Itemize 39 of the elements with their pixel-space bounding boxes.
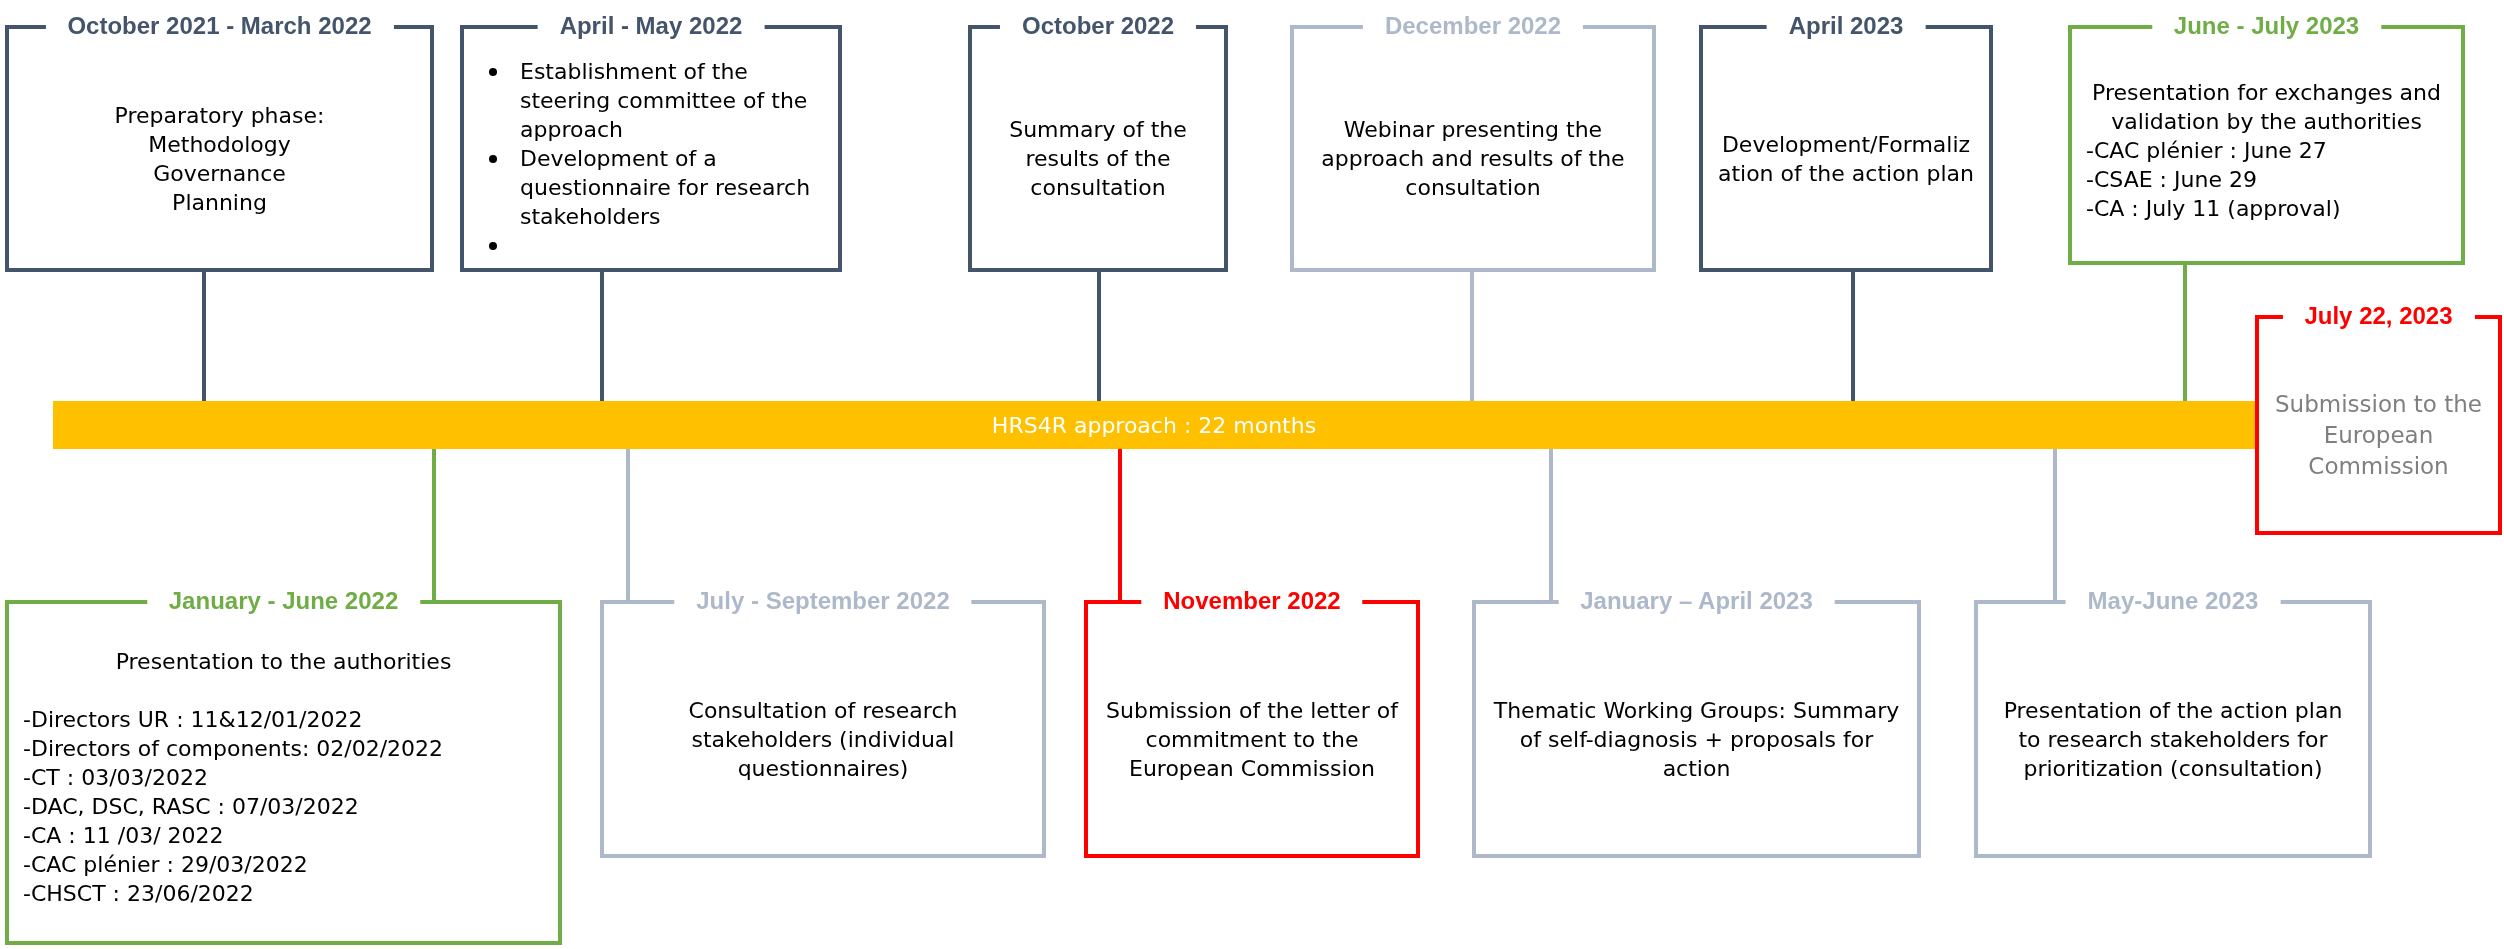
list-line: -CHSCT : 23/06/2022: [23, 880, 255, 908]
description: Presentation to the authorities: [114, 648, 453, 676]
list-line: -Directors of components: 02/02/2022: [23, 735, 445, 763]
list-line: -Directors UR : 11&12/01/2022: [23, 706, 364, 734]
bullet-item: Development of a questionnaire for research stakeholders: [520, 146, 811, 229]
description: Presentation of the action plan to research stakeholders for prioritization (consultation): [2002, 696, 2344, 783]
description: Webinar presenting the approach and results of the consultation: [1320, 116, 1626, 202]
connector-line: [432, 449, 436, 600]
bar-label: HRS4R approach : 22 months: [991, 412, 1317, 438]
list-line: -CA : 11 /03/ 2022: [23, 822, 225, 850]
connector-line: [1097, 272, 1101, 401]
description: Submission to the European Commission: [2273, 389, 2483, 481]
connector-line: [1851, 272, 1855, 401]
list-line: -CAC plénier : 29/03/2022: [23, 851, 309, 879]
description: Development/Formalization of the action plan: [1717, 130, 1975, 188]
connector-line: [626, 449, 630, 600]
list-line: -CSAE : June 29: [2086, 165, 2258, 194]
connector-line: [1118, 449, 1122, 600]
connector-line: [1549, 449, 1553, 600]
connector-line: [2053, 449, 2057, 600]
description: Planning: [171, 188, 268, 217]
connector-line: [1470, 272, 1474, 401]
list-line: -CAC plénier : June 27: [2086, 136, 2328, 165]
description: Summary of the results of the consultation: [1008, 116, 1188, 202]
list-line: -CA : July 11 (approval): [2086, 194, 2342, 223]
connector-line: [2183, 265, 2187, 401]
bullet-item: Establishment of the steering committee of the approach: [520, 59, 808, 142]
connector-line: [202, 272, 206, 401]
list-line: -CT : 03/03/2022: [23, 764, 209, 792]
description: Methodology: [147, 130, 292, 159]
description: Presentation for exchanges and validation by the authorities: [2091, 78, 2442, 136]
description: Thematic Working Groups: Summary of self-diagnosis + proposals for action: [1492, 696, 1901, 783]
timeline-bar: [53, 401, 2255, 449]
connector-line: [600, 272, 604, 401]
description: Consultation of research stakeholders (individual questionnaires): [687, 696, 959, 783]
description: Preparatory phase:: [113, 101, 326, 130]
description: Submission of the letter of commitment to the European Commission: [1105, 696, 1400, 783]
description: Governance: [152, 159, 287, 188]
list-line: -DAC, DSC, RASC : 07/03/2022: [23, 793, 360, 821]
